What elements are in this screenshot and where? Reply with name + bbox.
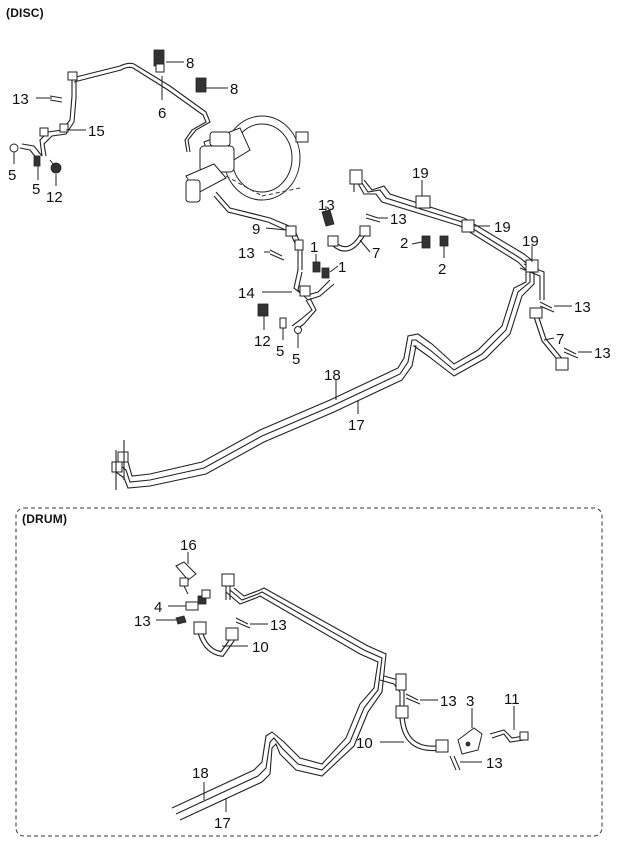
- pipe-part-11: [489, 729, 529, 743]
- callout-d-9: 9: [252, 221, 260, 238]
- callout-r-10a: 10: [252, 639, 269, 656]
- callout-r-17: 17: [214, 815, 231, 832]
- callout-d-5c: 5: [276, 343, 284, 360]
- connector-part-4: [185, 589, 211, 611]
- pipe-part-9: [213, 191, 304, 270]
- callout-d-5d: 5: [292, 351, 300, 368]
- callout-d-15: 15: [88, 123, 105, 140]
- callout-r-11: 11: [504, 691, 520, 708]
- disc-callouts: 8 8 13 6 15 5 5 12 19 19 19 13 13 9 13 1…: [8, 55, 611, 434]
- callout-r-13c: 13: [440, 693, 457, 710]
- callout-r-13a: 13: [134, 613, 151, 630]
- callout-d-7a: 7: [372, 245, 380, 262]
- clip-part-13a: [49, 95, 63, 103]
- drum-leaders: [156, 552, 515, 812]
- callout-r-18: 18: [192, 765, 209, 782]
- pipe-part-14: [291, 269, 335, 331]
- clip-part-13c: [365, 213, 381, 223]
- clip-part-13d: [269, 249, 285, 261]
- callout-d-12a: 12: [46, 189, 63, 206]
- callout-d-14: 14: [238, 285, 255, 302]
- callout-d-5a: 5: [8, 167, 16, 184]
- fitting-part-5a: [9, 143, 19, 153]
- bracket-part-8b: [195, 77, 207, 93]
- callout-d-8b: 8: [230, 81, 238, 98]
- brake-hose-part-7a: [327, 225, 371, 252]
- clip-part-13e: [539, 301, 555, 313]
- fitting-part-5c: [279, 317, 287, 329]
- main-brake-pipes-disc: [111, 169, 545, 490]
- callout-d-1b: 1: [338, 259, 346, 276]
- drum-section-title: (DRUM): [20, 512, 70, 526]
- fitting-part-5d: [294, 326, 302, 334]
- bolt-part-12a: [49, 159, 62, 174]
- callout-d-12b: 12: [254, 333, 271, 350]
- callout-d-13a: 13: [12, 91, 29, 108]
- callout-d-7b: 7: [556, 331, 564, 348]
- brake-hose-part-10a: [193, 621, 239, 657]
- callout-d-13b: 13: [318, 197, 335, 214]
- master-cylinder-booster: [185, 115, 309, 203]
- bracket-part-8a: [153, 49, 165, 73]
- callout-d-13c: 13: [390, 211, 407, 228]
- clip-part-13-drum-d: [449, 755, 461, 771]
- main-brake-pipes-drum: [171, 573, 407, 821]
- clip-part-13f: [563, 347, 579, 359]
- callout-r-16: 16: [180, 537, 197, 554]
- bolt-part-2a: [421, 235, 431, 249]
- callout-d-19a: 19: [412, 165, 429, 182]
- callout-d-6: 6: [158, 105, 166, 122]
- disc-leaders: [13, 61, 592, 414]
- drum-section: [15, 507, 603, 837]
- callout-d-2b: 2: [438, 261, 446, 278]
- callout-r-13d: 13: [486, 755, 503, 772]
- callout-d-19b: 19: [494, 219, 511, 236]
- callout-d-13e: 13: [574, 299, 591, 316]
- bracket-part-19c: [525, 259, 539, 273]
- callout-d-17: 17: [348, 417, 365, 434]
- callout-d-13f: 13: [594, 345, 611, 362]
- callout-d-13d: 13: [238, 245, 255, 262]
- callout-d-2a: 2: [400, 235, 408, 252]
- callout-d-1a: 1: [310, 239, 318, 256]
- bolt-part-12b: [257, 303, 269, 317]
- callout-r-10b: 10: [356, 735, 373, 752]
- callout-r-13b: 13: [270, 617, 287, 634]
- bolt-part-2b: [439, 235, 449, 247]
- fitting-part-5b: [33, 155, 41, 167]
- callout-d-5b: 5: [32, 181, 40, 198]
- clip-part-13b: [321, 209, 335, 227]
- bracket-part-19b: [461, 219, 475, 233]
- disc-section: [9, 49, 579, 490]
- front-brake-pipe: [19, 62, 211, 161]
- callout-d-8a: 8: [186, 55, 194, 72]
- bracket-part-19a: [415, 195, 431, 209]
- disc-section-title: (DISC): [6, 6, 44, 20]
- clip-part-13-drum-a: [175, 615, 187, 625]
- callout-d-19c: 19: [522, 233, 539, 250]
- callout-r-4: 4: [154, 599, 162, 616]
- bracket-part-16: [175, 561, 197, 595]
- clip-part-13-drum-b: [235, 617, 251, 629]
- brake-hose-part-10b: [395, 705, 449, 753]
- drum-section-frame: [15, 507, 603, 837]
- callout-r-3: 3: [466, 693, 474, 710]
- connector-part-1b: [321, 267, 330, 279]
- drum-callouts: 16 4 13 13 10 13 3 11 10 13 18 17: [134, 537, 520, 832]
- clip-part-13-drum-c: [405, 693, 421, 705]
- callout-d-18: 18: [324, 367, 341, 384]
- connector-part-1a: [312, 261, 321, 273]
- bracket-part-3: [457, 727, 483, 755]
